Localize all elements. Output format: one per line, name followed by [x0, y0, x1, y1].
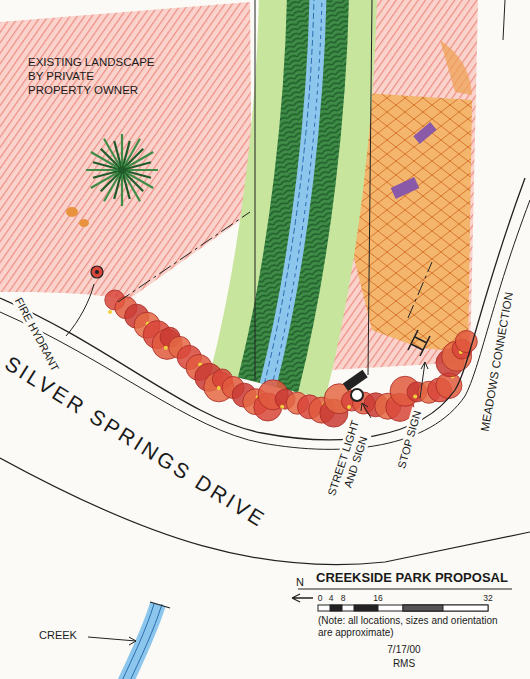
date-stamp: 7/17/00: [387, 644, 420, 656]
title-underline: [298, 589, 512, 590]
fire-hydrant-symbol: [91, 266, 103, 278]
palm-frond: [104, 139, 122, 170]
flower-dot: [108, 310, 112, 314]
north-arrow: [292, 594, 313, 602]
plan-note: (Note: all locations, sizes and orientat…: [318, 615, 508, 639]
riparian-planting: [268, 0, 318, 385]
creek-channel: [268, 0, 318, 385]
palm-frond: [93, 170, 122, 178]
shrub-symbol: [66, 207, 78, 217]
scale-bar: [318, 605, 488, 611]
flower-dot: [164, 346, 168, 350]
property-line: [408, 262, 432, 318]
leader-line: [361, 403, 371, 418]
scale-number: 32: [483, 593, 492, 603]
flower-dot: [217, 386, 221, 390]
flower-dot: [280, 405, 284, 409]
creek-ripple: [264, 0, 314, 385]
palm-frond: [114, 141, 122, 170]
creek-channel: [124, 604, 158, 679]
creek-end: [150, 602, 170, 608]
north-label: N: [296, 576, 304, 589]
scale-number: 8: [341, 593, 346, 603]
palm-frond: [122, 162, 151, 170]
area-note: EXISTING LANDSCAPE BY PRIVATE PROPERTY O…: [28, 56, 156, 97]
creek-ripple: [272, 0, 322, 385]
scale-number: 4: [329, 593, 334, 603]
property-line: [255, 0, 256, 380]
palm-trunk: [118, 166, 126, 174]
scale-number: 16: [373, 593, 382, 603]
creek-bank: [120, 604, 162, 679]
street-light-symbol: [343, 370, 368, 401]
shrub-symbol: [455, 331, 477, 353]
leader-line: [88, 637, 136, 645]
leader-line: [420, 362, 428, 398]
palm-frond: [122, 170, 130, 199]
shrub-band: [105, 290, 478, 427]
stop-sign-symbol: [408, 330, 430, 356]
flower-dot: [347, 405, 351, 409]
property-line: [118, 212, 250, 302]
property-line: [368, 0, 372, 375]
bench-symbol: [391, 177, 420, 199]
leader-line: [66, 284, 94, 336]
palm-frond: [91, 170, 122, 188]
author-initials: RMS: [393, 658, 415, 670]
private-landscape: [0, 2, 252, 300]
scale-number: 0: [318, 593, 323, 603]
meadow-strip: [268, 0, 318, 385]
flower-dot: [413, 394, 417, 398]
shrub-symbol: [79, 219, 89, 227]
plan-title: CREEKSIDE PARK PROPOSAL: [316, 570, 508, 586]
paved-plaza: [440, 40, 472, 95]
property-line: [503, 0, 505, 40]
fire-hydrant-symbol: [95, 270, 99, 274]
palm-frond: [122, 170, 140, 201]
callout-label: CREEK: [39, 629, 77, 642]
palm-frond: [122, 152, 153, 170]
street-name: MEADOWS CONNECTION: [479, 289, 518, 434]
palm-tree: [86, 134, 158, 206]
bench-symbol: [413, 122, 436, 144]
